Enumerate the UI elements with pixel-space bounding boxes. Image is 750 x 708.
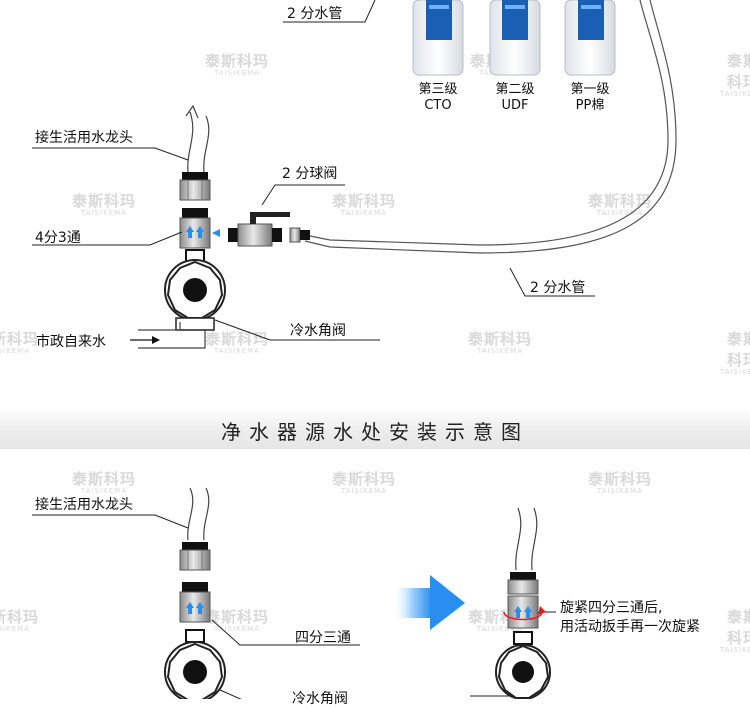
flow-arrow (185, 104, 199, 119)
tighten-arrow (503, 611, 543, 621)
leader-line (211, 619, 360, 646)
tee-label: 四分三通 (295, 630, 351, 646)
filter-stage: 第一级 (570, 82, 610, 97)
instruction-line-1: 旋紧四分三通后, (560, 600, 663, 616)
tee-label: 4分3通 (35, 230, 81, 246)
leader-line (509, 267, 595, 297)
leader-line (219, 689, 242, 699)
water-pipe (304, 0, 677, 254)
filter-cartridge-pp (564, 0, 616, 76)
filter-name: UDF (501, 98, 529, 113)
filter-cartridge-udf (489, 0, 541, 76)
filter-name: PP棉 (575, 98, 605, 113)
pipe-label-top: 2 分水管 (287, 6, 343, 22)
pipe-label-bottom: 2 分水管 (530, 280, 586, 296)
flow-arrow (212, 229, 220, 237)
leader-line (32, 147, 189, 161)
faucet-label: 接生活用水龙头 (35, 497, 133, 513)
filter-cartridge-cto (412, 0, 464, 76)
leader-line (261, 184, 345, 206)
leader-line (214, 319, 380, 341)
filter-stage: 第二级 (495, 82, 535, 97)
municipal-water-label: 市政自来水 (36, 334, 106, 350)
angle-valve-label: 冷水角阀 (292, 691, 348, 707)
ball-valve-label: 2 分球阀 (282, 166, 338, 182)
angle-valve-label: 冷水角阀 (290, 323, 346, 339)
leader-line (32, 231, 183, 246)
process-arrow (392, 575, 465, 630)
section-title: 净水器源水处安装示意图 (221, 420, 529, 444)
instruction-line-2: 用活动扳手再一次旋紧 (560, 619, 700, 635)
filter-stage-2-label: 第二级 UDF (487, 82, 543, 114)
water-pipe (304, 0, 669, 246)
water-pipe (138, 330, 206, 349)
filter-stage-3-label: 第三级 CTO (410, 82, 466, 114)
filter-stage: 第三级 (418, 82, 458, 97)
filter-stage-1-label: 第一级 PP棉 (562, 82, 618, 114)
faucet-label: 接生活用水龙头 (35, 130, 133, 146)
water-pipe (138, 322, 181, 331)
leader-line (283, 0, 376, 23)
section-banner (0, 407, 750, 449)
leader-line (32, 514, 189, 529)
filter-name: CTO (424, 98, 452, 113)
